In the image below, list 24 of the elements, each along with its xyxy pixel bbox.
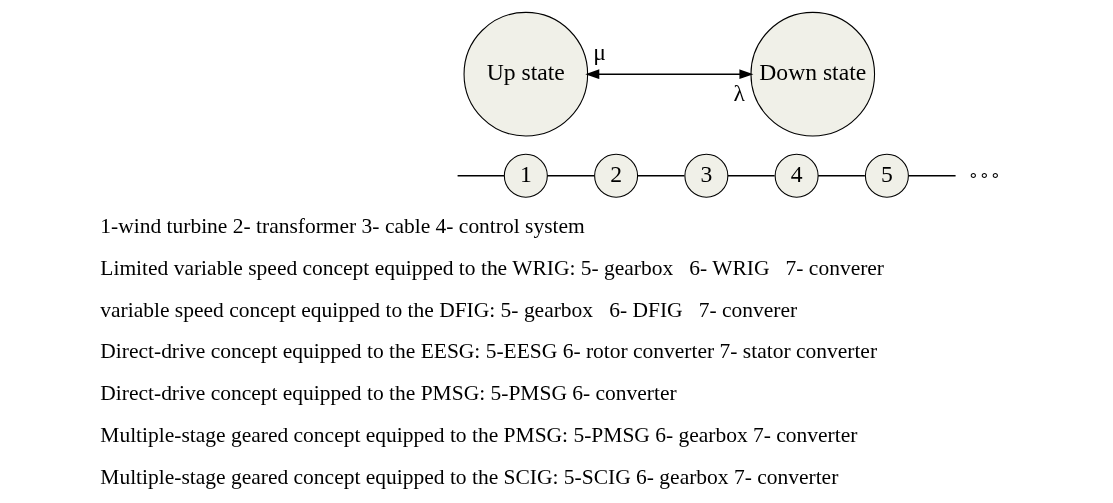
connector bbox=[816, 174, 866, 177]
connector bbox=[546, 174, 595, 177]
label: variable speed concept equipped to the DFIG: 5- gearbox 6- DFIG 7- converer bbox=[99, 297, 797, 322]
connector bbox=[726, 174, 775, 177]
label: μ bbox=[592, 38, 606, 65]
label: ∘∘∘ bbox=[967, 164, 1001, 184]
node-circle: Up state bbox=[463, 11, 588, 137]
node-circle: 4 bbox=[774, 153, 819, 198]
label: Multiple-stage geared concept equipped to the PMSG: 5-PMSG 6- gearbox 7- converter bbox=[99, 423, 857, 448]
node-circle: Down state bbox=[749, 11, 875, 137]
node-circle: 3 bbox=[683, 153, 728, 198]
node-circle: 5 bbox=[864, 153, 909, 198]
connector bbox=[907, 174, 956, 177]
arrow bbox=[584, 69, 753, 80]
label: λ bbox=[732, 79, 745, 106]
label: Limited variable speed concept equipped to the WRIG: 5- gearbox 6- WRIG 7- converer bbox=[99, 255, 884, 280]
label: Direct-drive concept equipped to the PMSG: 5-PMSG 6- converter bbox=[99, 381, 677, 406]
label: Direct-drive concept equipped to the EESG: 5-EESG 6- rotor converter 7- stator converter bbox=[99, 339, 877, 364]
connector bbox=[456, 174, 505, 177]
connector bbox=[636, 174, 685, 177]
label: Multiple-stage geared concept equipped to the SCIG: 5-SCIG 6- gearbox 7- converter bbox=[99, 465, 838, 490]
label: 1-wind turbine 2- transformer 3- cable 4- control system bbox=[99, 213, 585, 238]
node-circle: 1 bbox=[503, 153, 548, 198]
node-circle: 2 bbox=[593, 153, 638, 198]
